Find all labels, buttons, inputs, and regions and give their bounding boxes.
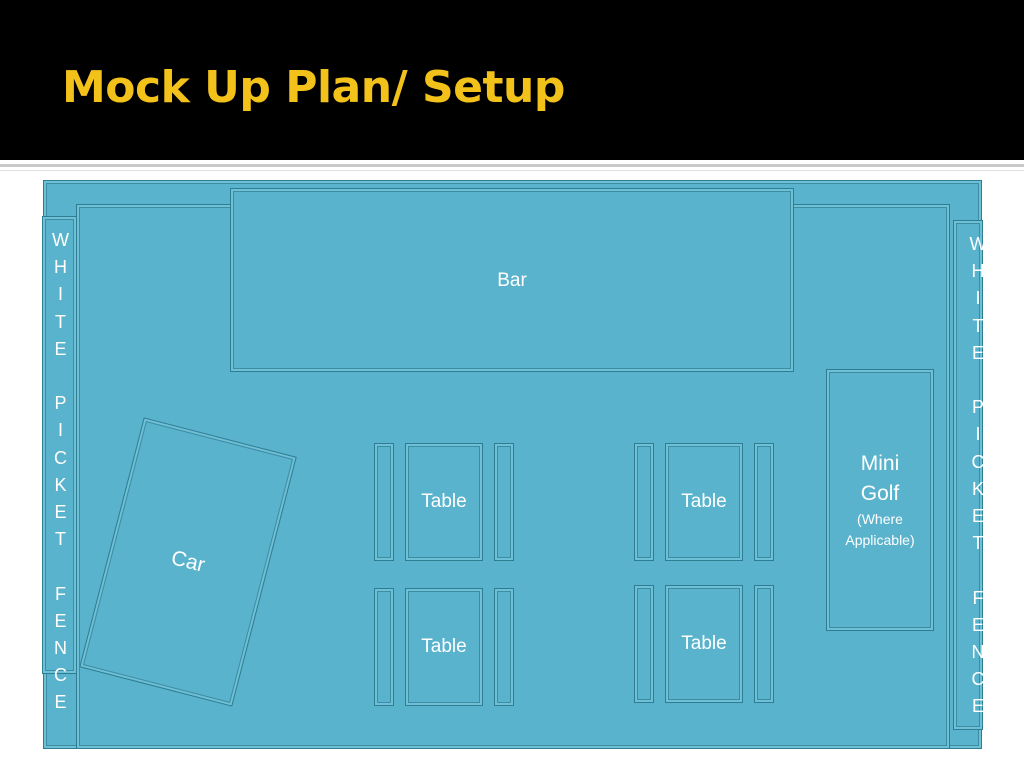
bar-area: Bar bbox=[230, 188, 794, 372]
bench-right bbox=[754, 443, 774, 561]
car-label: Car bbox=[168, 546, 208, 577]
bench-left bbox=[374, 588, 394, 706]
right-fence-label: W H I T E P I C K E T F E N C E bbox=[969, 234, 987, 717]
table-label: Table bbox=[421, 636, 467, 657]
bench-right bbox=[494, 588, 514, 706]
table: Table bbox=[405, 443, 483, 561]
table: Table bbox=[665, 585, 743, 703]
header-divider bbox=[0, 164, 1024, 167]
left-fence-label: W H I T E P I C K E T F E N C E bbox=[52, 230, 69, 713]
bench-right bbox=[754, 585, 774, 703]
left-fence: W H I T E P I C K E T F E N C E bbox=[42, 216, 77, 712]
bench-left bbox=[374, 443, 394, 561]
mini-golf-label-group: Mini Golf (Where Applicable) bbox=[827, 449, 933, 551]
table-label: Table bbox=[681, 633, 727, 654]
slide-header: Mock Up Plan/ Setup bbox=[0, 0, 1024, 160]
bar-label: Bar bbox=[497, 270, 527, 291]
mini-golf-label: Mini Golf bbox=[860, 452, 900, 505]
right-fence: W H I T E P I C K E T F E N C E bbox=[953, 220, 987, 730]
bench-right bbox=[494, 443, 514, 561]
bench-left bbox=[634, 443, 654, 561]
table-label: Table bbox=[681, 491, 727, 512]
bench-left bbox=[634, 585, 654, 703]
slide-title: Mock Up Plan/ Setup bbox=[62, 62, 565, 113]
mini-golf-area: Mini Golf (Where Applicable) bbox=[826, 369, 934, 631]
table: Table bbox=[665, 443, 743, 561]
table: Table bbox=[405, 588, 483, 706]
header-divider-thin bbox=[0, 170, 1024, 171]
mini-golf-note: (Where Applicable) bbox=[845, 511, 915, 548]
table-label: Table bbox=[421, 491, 467, 512]
